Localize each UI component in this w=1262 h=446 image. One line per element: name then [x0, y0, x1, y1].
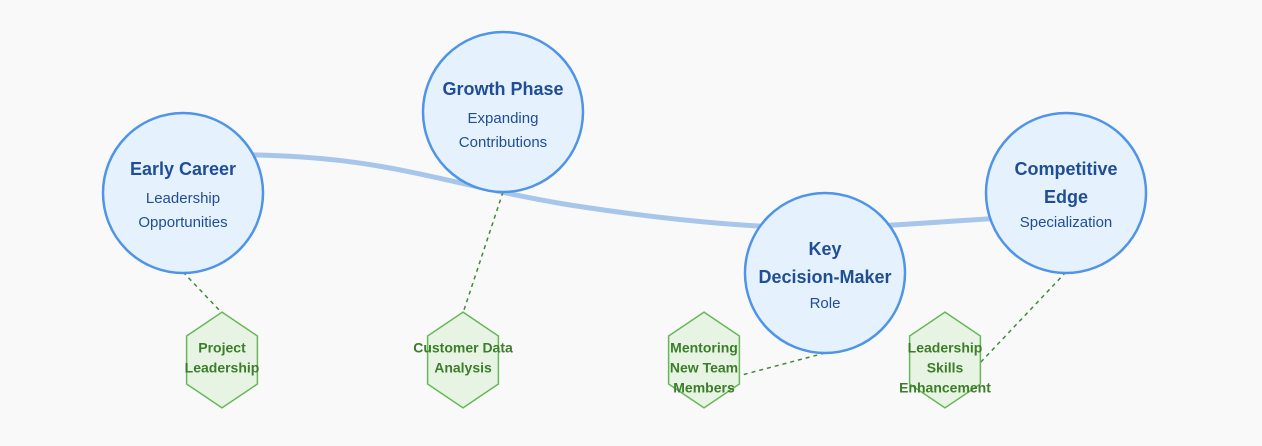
- stage-subtitle: Contributions: [459, 134, 547, 151]
- stage-title: Edge: [1044, 187, 1088, 207]
- skill-label: Members: [673, 380, 735, 396]
- stage-subtitle: Leadership: [146, 190, 220, 207]
- stage-circle: [743, 191, 907, 355]
- stage-title: Competitive: [1014, 159, 1117, 179]
- stage-title: Key: [808, 239, 841, 259]
- skill-label: Leadership: [908, 340, 983, 356]
- skill-connector: [182, 271, 223, 314]
- skill-hexagon: [908, 311, 982, 409]
- stage-title: Early Career: [130, 159, 236, 179]
- stage-circle: [421, 30, 585, 194]
- stage-title: Growth Phase: [442, 79, 563, 99]
- skill-label: Customer Data: [413, 340, 513, 356]
- skill-label: Mentoring: [670, 340, 738, 356]
- career-path-line: [180, 152, 1069, 231]
- stage-circle: [101, 111, 265, 275]
- stage-title: Decision-Maker: [758, 267, 891, 287]
- skill-label: Skills: [927, 360, 964, 376]
- skill-hexagon: [185, 311, 259, 409]
- skill-connector: [462, 191, 504, 314]
- stages-group: Early CareerLeadershipOpportunitiesGrowt…: [101, 30, 1148, 355]
- skill-label: Leadership: [185, 360, 260, 376]
- skill-label: Project: [198, 340, 246, 356]
- skill-label: New Team: [670, 360, 738, 376]
- skill-hexagon: [667, 311, 741, 409]
- stage-subtitle: Role: [810, 295, 841, 312]
- stage-subtitle: Specialization: [1020, 214, 1113, 231]
- stage-circle: [984, 111, 1148, 275]
- stage-subtitle: Opportunities: [138, 214, 227, 231]
- stage-subtitle: Expanding: [468, 110, 539, 127]
- skill-label: Analysis: [434, 360, 492, 376]
- skill-label: Enhancement: [899, 380, 991, 396]
- skill-hexagon: [426, 311, 500, 409]
